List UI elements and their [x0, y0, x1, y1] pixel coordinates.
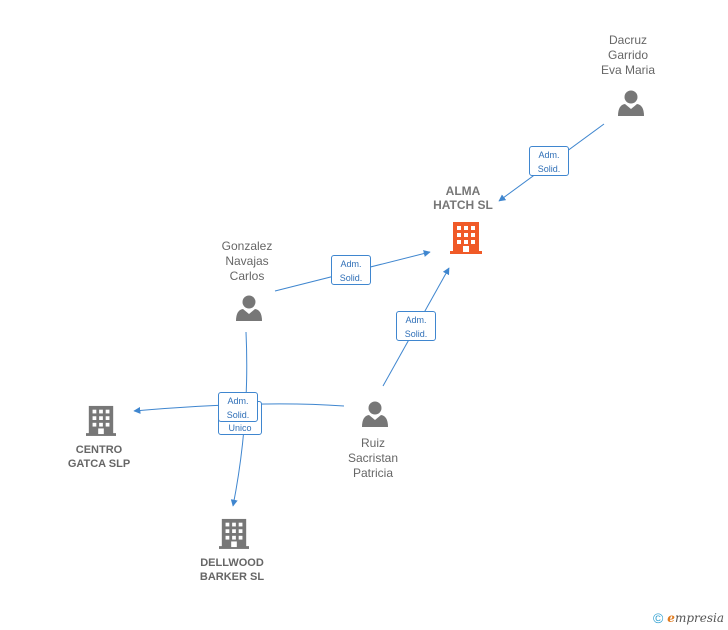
edge-label-gonzalez-alma[interactable]: Adm. Solid.	[331, 255, 371, 285]
edge-role-partial: Unico	[228, 423, 252, 433]
node-label-gonzalez[interactable]: Gonzalez Navajas Carlos	[221, 239, 273, 283]
copyright-symbol: ©	[652, 610, 664, 626]
edge-label-ruiz-alma[interactable]: Adm. Solid.	[396, 311, 436, 341]
edge-role-line2: Solid.	[339, 273, 363, 283]
node-label-dellwood[interactable]: DELLWOOD BARKER SL	[199, 557, 265, 583]
edge-role-line2: Solid.	[537, 164, 561, 174]
edge-role-line1: Adm.	[405, 315, 427, 325]
node-label-ruiz[interactable]: Ruiz Sacristan Patricia	[347, 436, 399, 480]
node-label-dacruz[interactable]: Dacruz Garrido Eva Maria	[600, 33, 656, 77]
edge-role-line2: Solid.	[404, 329, 428, 339]
footer-watermark: © empresia	[653, 610, 724, 626]
node-label-centro[interactable]: CENTRO GATCA SLP	[67, 444, 131, 470]
building-icon[interactable]	[86, 403, 116, 437]
building-icon[interactable]	[219, 516, 249, 550]
node-label-alma[interactable]: ALMA HATCH SL	[433, 184, 493, 212]
edge-role-line1: Adm.	[340, 259, 362, 269]
person-icon[interactable]	[616, 89, 646, 117]
edge-label-dacruz-alma[interactable]: Adm. Solid.	[529, 146, 569, 176]
brand-initial: e	[667, 611, 675, 625]
edge-role-line2: Solid.	[226, 410, 250, 420]
edge-label-ruiz-centro[interactable]: Adm. Solid.	[218, 392, 258, 422]
building-icon[interactable]	[450, 220, 482, 254]
brand-rest: mpresia	[674, 611, 724, 625]
brand-logo: empresia	[667, 611, 724, 625]
person-icon[interactable]	[360, 400, 390, 428]
edge-role-line1: Adm.	[227, 396, 249, 406]
person-icon[interactable]	[234, 294, 264, 322]
edge-role-line1: Adm.	[538, 150, 560, 160]
